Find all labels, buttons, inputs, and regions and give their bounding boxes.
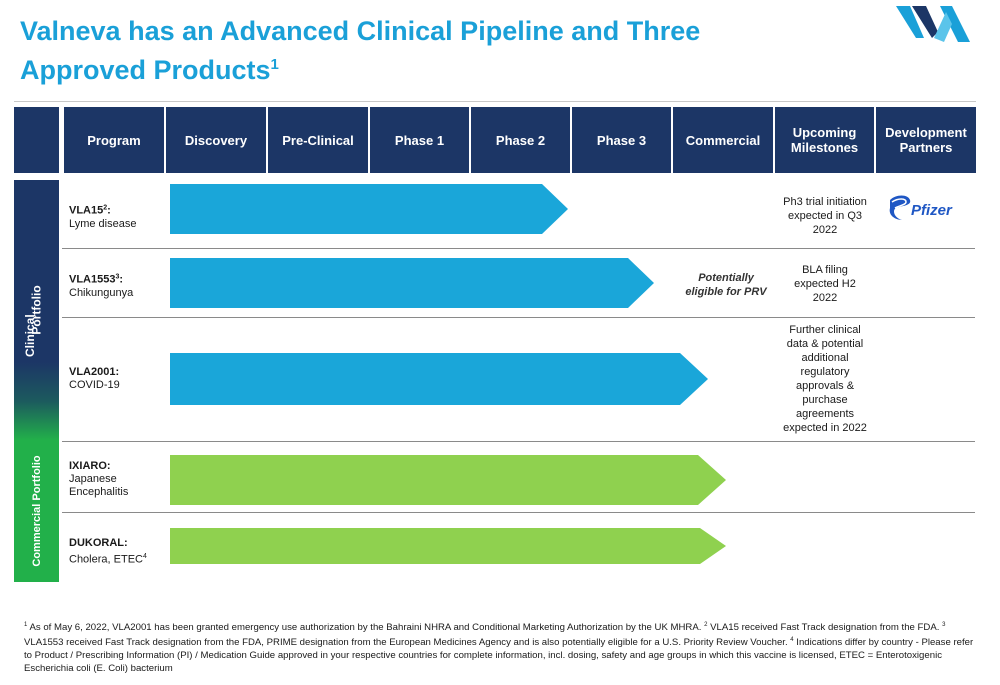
- prv-note-line-1: Potentially: [698, 272, 754, 284]
- milestone-line: expected in Q3: [788, 210, 862, 222]
- program-indication: Cholera, ETEC: [69, 553, 143, 566]
- commercial-portfolio-sidebar: Commercial Portfolio: [14, 440, 59, 582]
- milestone-line: expected H2: [794, 278, 856, 290]
- milestone-line: expected in 2022: [783, 422, 867, 434]
- milestone-vla15: Ph3 trial initiation expected in Q3 2022: [776, 195, 874, 237]
- program-indication: Lyme disease: [69, 217, 137, 230]
- program-vla15: VLA152: Lyme disease: [69, 201, 136, 231]
- page-title: Valneva has an Advanced Clinical Pipelin…: [20, 14, 780, 87]
- program-name: VLA1553: [69, 273, 116, 286]
- header-phase2: Phase 2: [471, 107, 570, 173]
- header-phase1: Phase 1: [370, 107, 469, 173]
- commercial-portfolio-label: Commercial Portfolio: [30, 455, 43, 567]
- valneva-logo: [896, 6, 970, 42]
- header-phase3: Phase 3: [572, 107, 671, 173]
- footnote-marker: 3: [942, 622, 946, 628]
- header-milestones-line-2: Milestones: [790, 140, 859, 155]
- header-upcoming-milestones: Upcoming Milestones: [775, 107, 874, 173]
- milestone-line: Ph3 trial initiation: [783, 196, 867, 208]
- milestone-line: agreements: [795, 408, 855, 420]
- title-footnote-marker: 1: [270, 56, 279, 73]
- row-divider: [62, 317, 975, 318]
- footnote-marker: 4: [790, 637, 794, 644]
- milestone-line: BLA filing: [802, 264, 848, 276]
- progress-arrow-vla1553: [170, 258, 656, 308]
- milestone-line: Further clinical: [789, 324, 861, 336]
- footnote-marker: 2: [103, 204, 108, 211]
- header-corner-cell: [14, 107, 59, 173]
- prv-note-line-2: eligible for PRV: [685, 286, 767, 298]
- footnote-text: As of May 6, 2022, VLA2001 has been gran…: [27, 622, 705, 634]
- clinical-label-line-1: Clinical: [23, 314, 37, 357]
- progress-arrow-vla2001: [170, 353, 710, 405]
- prv-note: Potentially eligible for PRV: [676, 271, 776, 299]
- program-indication-line-1: Japanese: [69, 473, 117, 485]
- program-indication: Chikungunya: [69, 286, 134, 299]
- milestone-line: 2022: [812, 292, 838, 304]
- header-program: Program: [64, 107, 164, 173]
- milestone-line: regulatory: [800, 366, 850, 378]
- program-ixiaro: IXIARO: Japanese Encephalitis: [69, 460, 128, 499]
- header-commercial: Commercial: [673, 107, 773, 173]
- program-vla2001: VLA2001: COVID-19: [69, 366, 120, 392]
- program-name: VLA15: [69, 204, 104, 217]
- header-partners-line-1: Development: [885, 125, 967, 140]
- footnote: 1 As of May 6, 2022, VLA2001 has been gr…: [24, 619, 976, 675]
- clinical-portfolio-sidebar: Portfolio: [14, 180, 59, 440]
- title-line-2: Approved Products: [20, 55, 271, 85]
- program-indication-line-2: Encephalitis: [69, 486, 129, 498]
- milestone-vla1553: BLA filing expected H2 2022: [776, 263, 874, 305]
- program-name: VLA2001:: [69, 366, 120, 378]
- header-partners-line-2: Partners: [899, 140, 953, 155]
- pfizer-logo-text: Pfizer: [911, 202, 953, 219]
- title-line-1: Valneva has an Advanced Clinical Pipelin…: [20, 16, 701, 46]
- header-discovery: Discovery: [166, 107, 266, 173]
- title-divider: [14, 101, 976, 102]
- milestone-line: approvals &: [795, 380, 855, 392]
- footnote-marker: 3: [115, 273, 120, 280]
- footnote-text: Indications differ by country - Please r…: [24, 637, 974, 675]
- program-colon: :: [107, 204, 111, 217]
- footnote-marker: 4: [142, 553, 147, 560]
- row-divider: [62, 441, 975, 442]
- milestone-line: additional: [801, 352, 849, 364]
- footnote-marker: 1: [24, 622, 28, 628]
- progress-arrow-ixiaro: [170, 455, 728, 505]
- clinical-label-wrapper: Clinical: [14, 180, 59, 440]
- program-vla1553: VLA15533: Chikungunya: [69, 270, 133, 300]
- header-milestones-line-1: Upcoming: [792, 125, 857, 140]
- program-name: DUKORAL:: [69, 537, 128, 549]
- header-preclinical: Pre-Clinical: [268, 107, 368, 173]
- milestone-line: purchase: [802, 394, 848, 406]
- progress-arrow-dukoral: [170, 528, 728, 564]
- footnote-text: VLA1553 received Fast Track designation …: [24, 637, 791, 649]
- milestone-vla2001: Further clinical data & potential additi…: [776, 323, 874, 435]
- footnote-text: VLA15 received Fast Track designation fr…: [707, 622, 943, 634]
- footnote-marker: 2: [704, 622, 708, 628]
- milestone-line: data & potential: [786, 338, 864, 350]
- progress-arrow-vla15: [170, 184, 570, 234]
- program-indication: COVID-19: [69, 379, 120, 391]
- row-divider: [62, 248, 975, 249]
- program-dukoral: DUKORAL: Cholera, ETEC4: [69, 537, 147, 567]
- milestone-line: 2022: [812, 224, 838, 236]
- program-name: IXIARO:: [69, 460, 111, 472]
- row-divider: [62, 512, 975, 513]
- header-development-partners: Development Partners: [876, 107, 976, 173]
- program-colon: :: [119, 273, 124, 286]
- pfizer-logo: Pfizer: [889, 195, 953, 220]
